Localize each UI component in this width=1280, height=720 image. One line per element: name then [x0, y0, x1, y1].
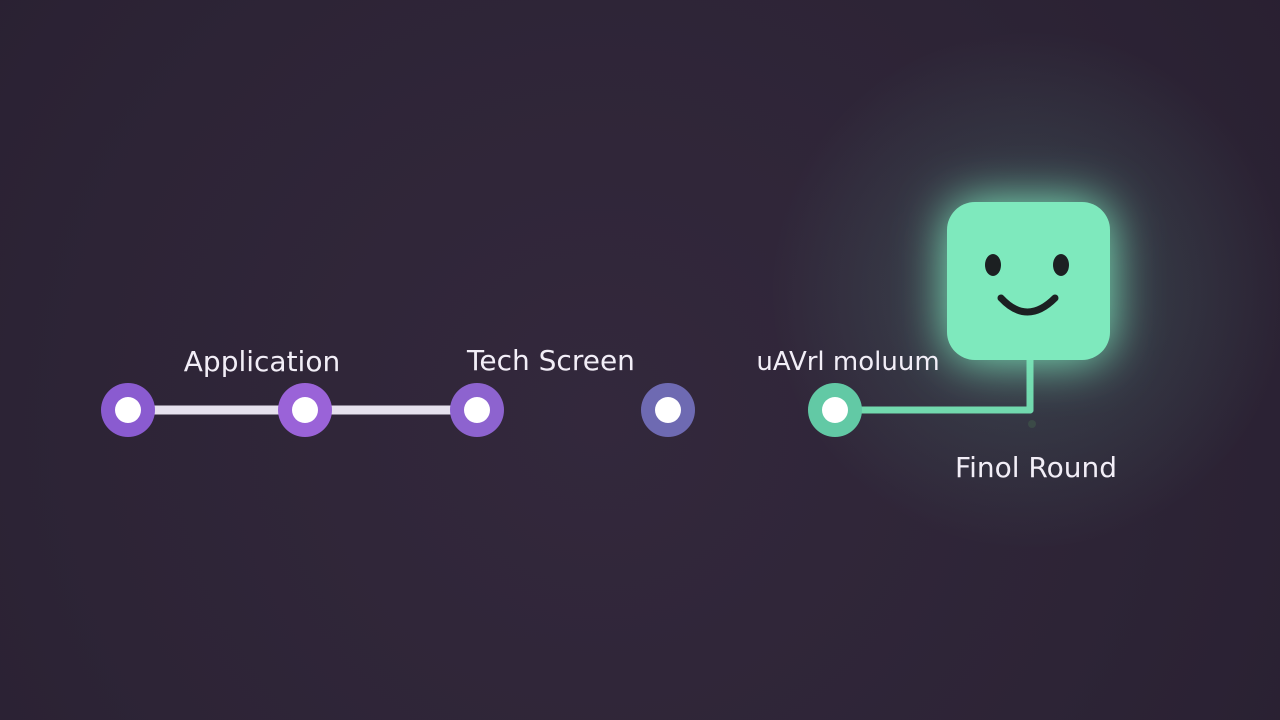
- stage-label-tech-screen: Tech Screen: [466, 344, 635, 377]
- timeline-node-2: [278, 383, 332, 437]
- node-center: [655, 397, 681, 423]
- smiley-face-icon: [985, 254, 1069, 316]
- node-center: [822, 397, 848, 423]
- stage-label-application: Application: [184, 345, 340, 378]
- stage-label-final-round: Finol Round: [955, 451, 1117, 484]
- node-center: [292, 397, 318, 423]
- node-center: [464, 397, 490, 423]
- stage-label-garbled: uAVrl moluum: [756, 347, 939, 377]
- connector-dot: [1028, 420, 1036, 428]
- timeline-node-5: [808, 383, 862, 437]
- timeline-node-4: [641, 383, 695, 437]
- node-center: [115, 397, 141, 423]
- final-round-icon-tile: [947, 202, 1110, 360]
- final-tile: [947, 202, 1110, 360]
- timeline-node-1: [101, 383, 155, 437]
- timeline-node-3: [450, 383, 504, 437]
